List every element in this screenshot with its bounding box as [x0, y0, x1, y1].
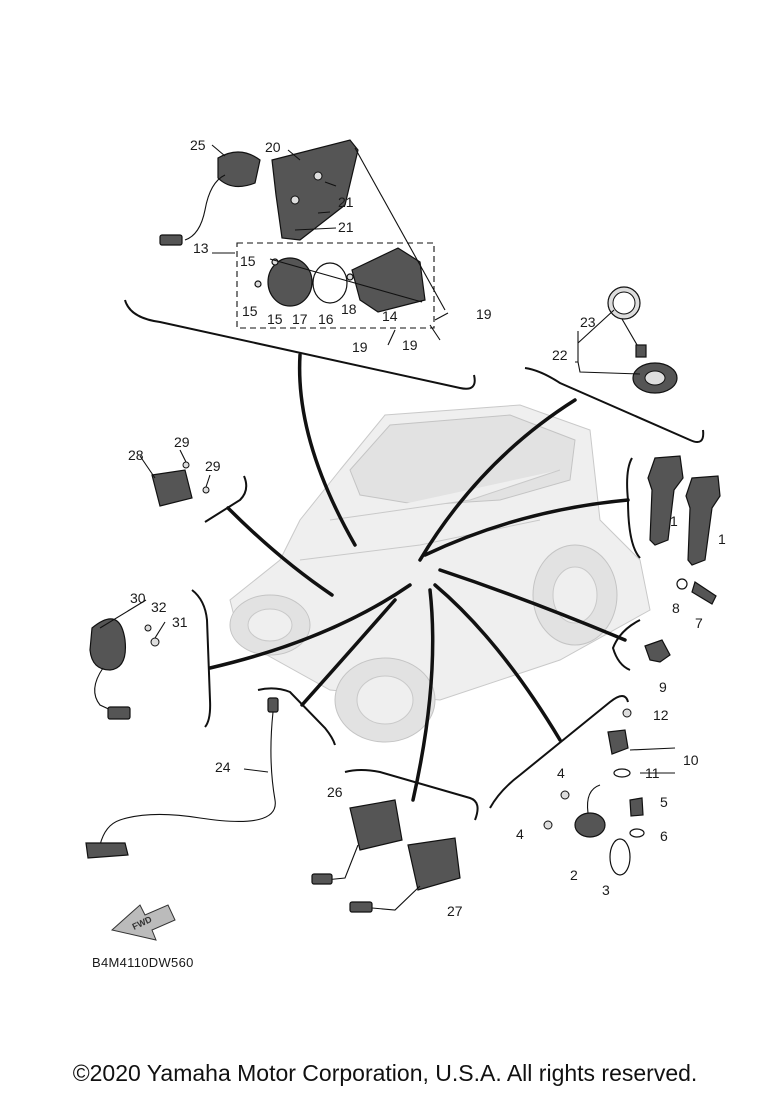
relays-group — [311, 799, 461, 913]
callout-21b: 21 — [338, 219, 354, 235]
callout-10: 10 — [683, 752, 699, 768]
callout-27: 27 — [447, 903, 463, 919]
sensor-9-group — [644, 639, 671, 663]
callout-20: 20 — [265, 139, 281, 155]
sensor-28-group — [151, 449, 211, 507]
callout-8: 8 — [672, 600, 680, 616]
callout-4a: 4 — [557, 765, 565, 781]
copyright-notice: ©2020 Yamaha Motor Corporation, U.S.A. A… — [72, 1060, 698, 1086]
callout-9: 9 — [659, 679, 667, 695]
callout-15a: 15 — [240, 253, 256, 269]
callout-23: 23 — [580, 314, 596, 330]
callout-16: 16 — [318, 311, 334, 327]
callout-17: 17 — [292, 311, 308, 327]
fwd-arrow: FWD — [110, 904, 176, 941]
callout-29b: 29 — [205, 458, 221, 474]
meter-assembly-group — [159, 139, 449, 346]
callout-19c: 19 — [402, 337, 418, 353]
callout-15b: 15 — [242, 303, 258, 319]
callout-leaders — [99, 144, 641, 773]
callout-26: 26 — [327, 784, 343, 800]
callout-13: 13 — [193, 240, 209, 256]
group-brackets — [124, 299, 705, 821]
callout-11: 11 — [645, 765, 660, 781]
callout-15c: 15 — [267, 311, 283, 327]
callout-6: 6 — [660, 828, 668, 844]
o2-sensor-group — [85, 697, 279, 859]
callout-29a: 29 — [174, 434, 190, 450]
diagram-code: B4M4110DW560 — [92, 955, 194, 970]
callout-32: 32 — [151, 599, 167, 615]
switch-group — [607, 286, 678, 394]
horn-group — [89, 618, 160, 720]
callout-22: 22 — [552, 347, 568, 363]
callout-7: 7 — [695, 615, 703, 631]
vehicle-illustration — [229, 404, 651, 743]
group-leaders — [208, 353, 630, 802]
callout-labels: 1 1 2 3 4 4 5 6 7 8 9 10 11 12 13 14 15 … — [128, 137, 726, 919]
callout-14: 14 — [382, 308, 398, 324]
callout-19a: 19 — [476, 306, 492, 322]
callout-1b: 1 — [718, 531, 726, 547]
callout-18: 18 — [341, 301, 357, 317]
callout-1a: 1 — [670, 513, 678, 529]
callout-2: 2 — [570, 867, 578, 883]
callout-5: 5 — [660, 794, 668, 810]
callout-3: 3 — [602, 882, 610, 898]
callout-30: 30 — [130, 590, 146, 606]
callout-24: 24 — [215, 759, 231, 775]
callout-19b: 19 — [352, 339, 368, 355]
ignition-coils-group — [647, 455, 721, 605]
callout-4b: 4 — [516, 826, 524, 842]
callout-28: 28 — [128, 447, 144, 463]
callout-21a: 21 — [338, 194, 354, 210]
callout-12: 12 — [653, 707, 669, 723]
callout-31: 31 — [172, 614, 188, 630]
speed-sensor-group — [543, 708, 676, 876]
callout-25: 25 — [190, 137, 206, 153]
